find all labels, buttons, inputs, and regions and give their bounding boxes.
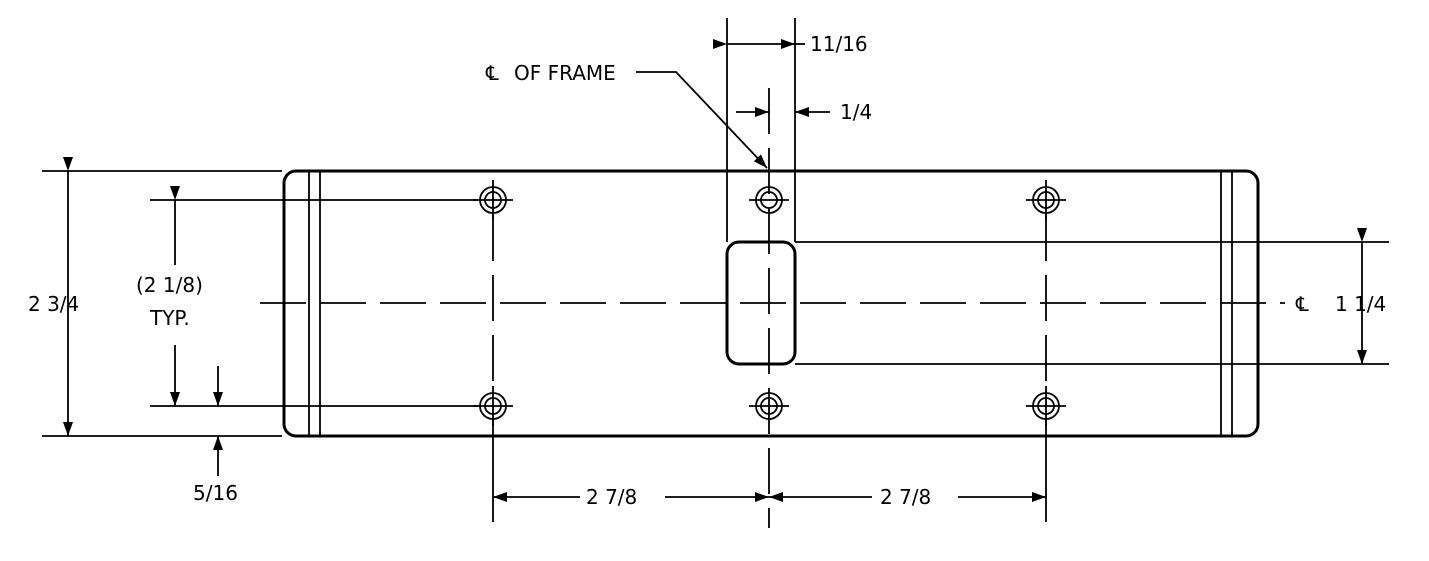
label-1-4: 1/4	[840, 100, 872, 124]
bottom-dimensions: 2 7/8 2 7/8	[492, 420, 1047, 522]
center-slot	[725, 240, 797, 366]
frame-centerline-leader	[636, 71, 768, 169]
label-2-3-4: 2 3/4	[28, 292, 79, 316]
hole-top-right	[1026, 180, 1066, 220]
label-typ: TYP.	[149, 306, 190, 330]
label-2-7-8-right: 2 7/8	[880, 485, 931, 509]
left-dimensions: 2 3/4 (2 1/8) TYP. 5/16	[28, 157, 478, 505]
hole-bottom-center	[749, 392, 789, 420]
centerline-symbol-right: ℄	[1295, 292, 1309, 316]
frame-centerline-label: OF FRAME	[514, 61, 616, 85]
hole-bottom-left	[473, 386, 513, 426]
label-11-16: 11/16	[810, 32, 868, 56]
label-1-1-4: 1 1/4	[1335, 292, 1386, 316]
mounting-holes	[473, 180, 1066, 426]
hole-top-center	[749, 186, 789, 214]
centerlines	[260, 88, 1285, 528]
hole-top-left	[473, 180, 513, 220]
label-2-7-8-left: 2 7/8	[586, 485, 637, 509]
label-2-1-8: (2 1/8)	[136, 273, 203, 297]
hole-bottom-right	[1026, 386, 1066, 426]
right-dimensions: ℄ 1 1/4	[795, 228, 1389, 365]
frame-centerline-symbol: ℄	[485, 61, 499, 85]
top-dimensions: 11/16 1/4 ℄ OF FRAME	[485, 18, 872, 242]
label-5-16: 5/16	[193, 481, 238, 505]
